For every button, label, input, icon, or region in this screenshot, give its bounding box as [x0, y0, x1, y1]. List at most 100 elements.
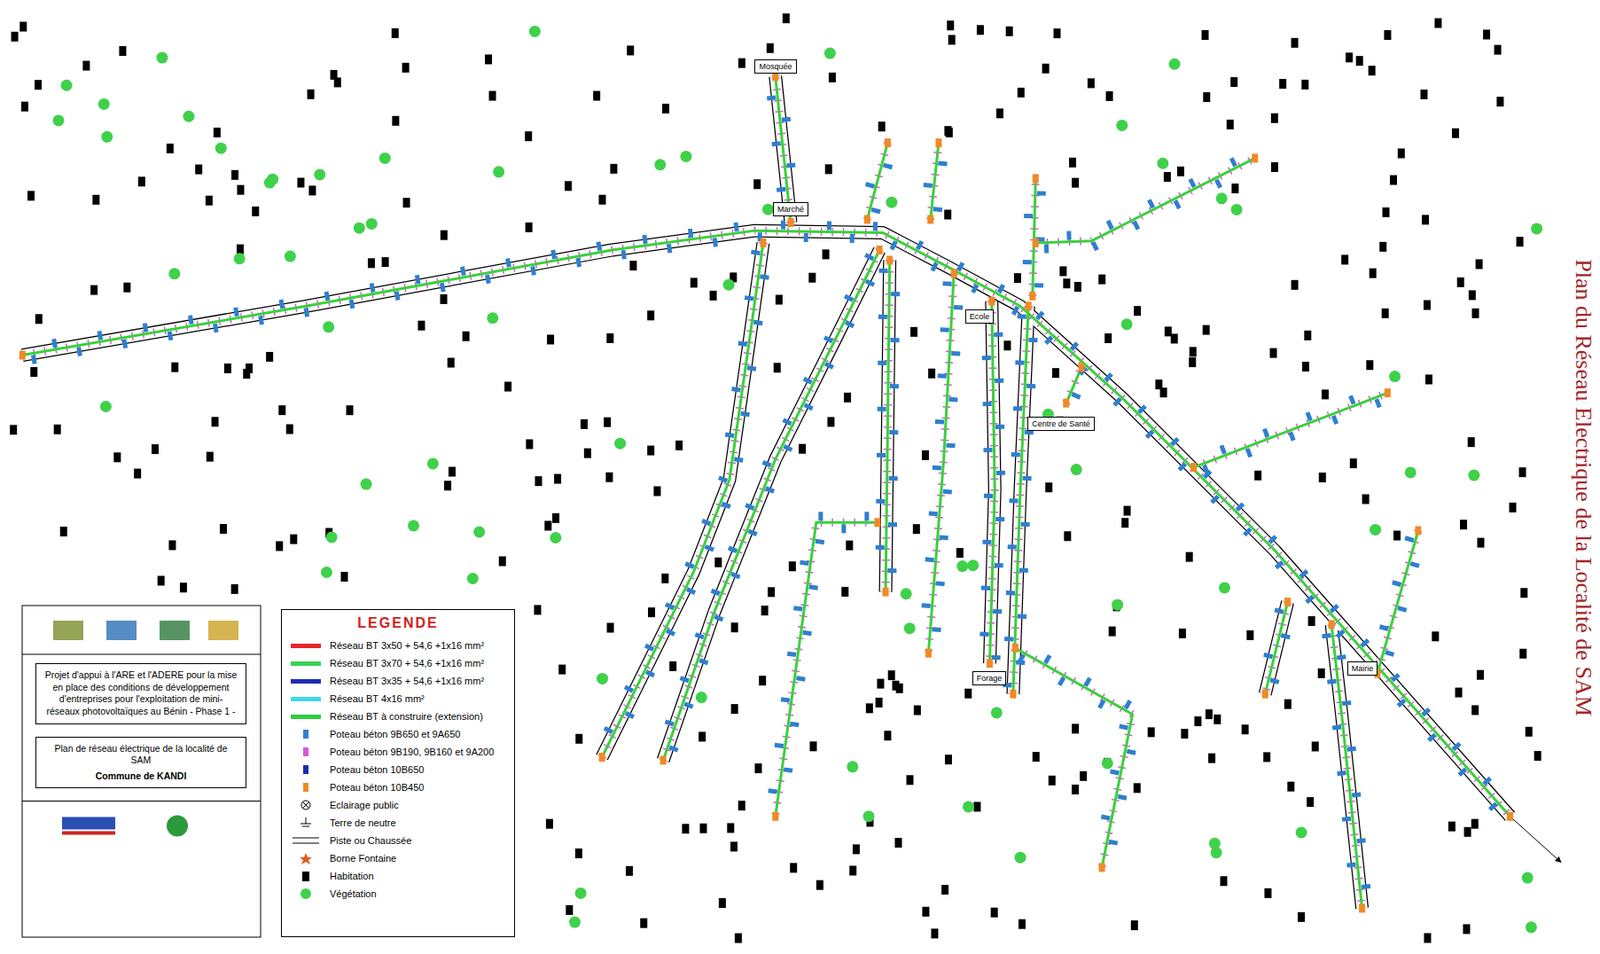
partner-logo	[159, 620, 190, 640]
concrete-pole	[943, 489, 953, 495]
legend-text: Habitation	[329, 870, 375, 882]
legend-list: Réseau BT 3x50 + 54,6 +1x16 mm²Réseau BT…	[290, 636, 506, 903]
concrete-pole	[550, 249, 557, 260]
house	[782, 13, 790, 24]
concrete-pole	[865, 181, 875, 188]
concrete-pole	[889, 476, 898, 481]
concrete-pole	[1373, 398, 1382, 408]
concrete-pole	[802, 630, 812, 636]
node-text: Ecole	[969, 312, 991, 321]
legend-item: Réseau BT 3x35 + 54,6 +1x16 mm²	[290, 671, 506, 690]
concrete-pole	[889, 240, 898, 250]
concrete-pole	[1346, 746, 1356, 752]
concrete-pole	[1410, 561, 1421, 569]
concrete-pole	[740, 411, 750, 417]
concrete-pole	[982, 539, 992, 545]
concrete-pole	[645, 669, 656, 678]
tree	[1369, 523, 1382, 536]
concrete-pole	[850, 234, 855, 243]
house	[1341, 254, 1349, 265]
concrete-pole	[394, 290, 401, 301]
concrete-pole	[1274, 560, 1285, 570]
concrete-pole	[1397, 605, 1407, 613]
legend-symbol	[290, 869, 321, 882]
tree	[101, 131, 113, 143]
house	[1164, 326, 1172, 336]
tree	[467, 572, 479, 585]
concrete-pole	[1482, 776, 1492, 786]
lv-cable	[1014, 647, 1132, 867]
concrete-pole	[1004, 636, 1014, 641]
place-label: Mosquée	[754, 59, 797, 74]
tree	[100, 400, 112, 413]
road-arrow	[1509, 816, 1561, 863]
house	[766, 43, 774, 54]
concrete-pole	[748, 529, 758, 537]
concrete-pole	[815, 538, 826, 545]
house	[1045, 482, 1053, 492]
house	[876, 679, 884, 689]
house	[171, 362, 179, 373]
concrete-pole	[979, 632, 989, 637]
node-text: Projet d'appui à l'ARE et l'ADERE pour l…	[43, 669, 239, 719]
concrete-pole	[733, 456, 744, 462]
house	[1231, 183, 1239, 194]
house	[1279, 78, 1287, 89]
concrete-pole	[993, 332, 1003, 337]
concrete-pole	[1178, 461, 1188, 472]
road-edge	[885, 260, 890, 593]
concrete-pole	[1332, 724, 1342, 730]
concrete-pole	[624, 710, 635, 719]
house	[828, 72, 836, 83]
house	[895, 837, 903, 848]
cable-ticks	[1014, 647, 1132, 867]
house	[913, 523, 921, 534]
house	[1303, 330, 1312, 341]
road-surface	[601, 242, 764, 758]
tree	[266, 173, 279, 186]
house	[1365, 359, 1374, 370]
place-label: Marché	[772, 202, 809, 217]
concrete-pole	[1267, 534, 1278, 545]
tree	[1218, 581, 1231, 594]
concrete-pole	[1022, 259, 1032, 265]
house	[822, 249, 830, 259]
house	[991, 907, 999, 918]
concrete-pole	[932, 465, 942, 471]
tree	[1216, 192, 1228, 204]
house	[1205, 709, 1213, 719]
legend-item: Poteau béton 9B650 et 9A650	[290, 725, 506, 743]
map-title: Plan du Réseau Electrique de la Localité…	[1569, 258, 1597, 717]
house	[1219, 875, 1227, 886]
concrete-pole	[759, 273, 770, 280]
tree	[1530, 222, 1543, 235]
concrete-pole	[920, 602, 930, 609]
concrete-pole	[882, 163, 893, 170]
house	[1318, 668, 1326, 679]
house	[1459, 519, 1468, 530]
node-text: Plan de réseau électrique de la localité…	[43, 742, 239, 767]
concrete-pole	[641, 234, 648, 245]
concrete-pole	[931, 626, 941, 633]
house	[827, 416, 835, 427]
house	[1155, 379, 1163, 390]
concrete-pole	[1035, 311, 1045, 321]
house	[157, 575, 165, 586]
concrete-pole	[865, 279, 875, 288]
house	[1472, 308, 1480, 319]
cable-ticks	[1035, 157, 1255, 243]
end-pole	[19, 351, 26, 360]
concrete-pole	[771, 140, 781, 147]
house	[462, 331, 470, 342]
concrete-pole	[1173, 199, 1182, 210]
house	[525, 222, 533, 233]
house	[964, 688, 972, 699]
house	[905, 774, 914, 785]
house	[1270, 348, 1278, 359]
end-pole	[1029, 291, 1036, 301]
road-surface	[1264, 601, 1288, 695]
house	[875, 697, 883, 708]
tree	[1121, 318, 1133, 330]
end-pole	[772, 811, 779, 821]
concrete-pole	[1118, 724, 1129, 731]
